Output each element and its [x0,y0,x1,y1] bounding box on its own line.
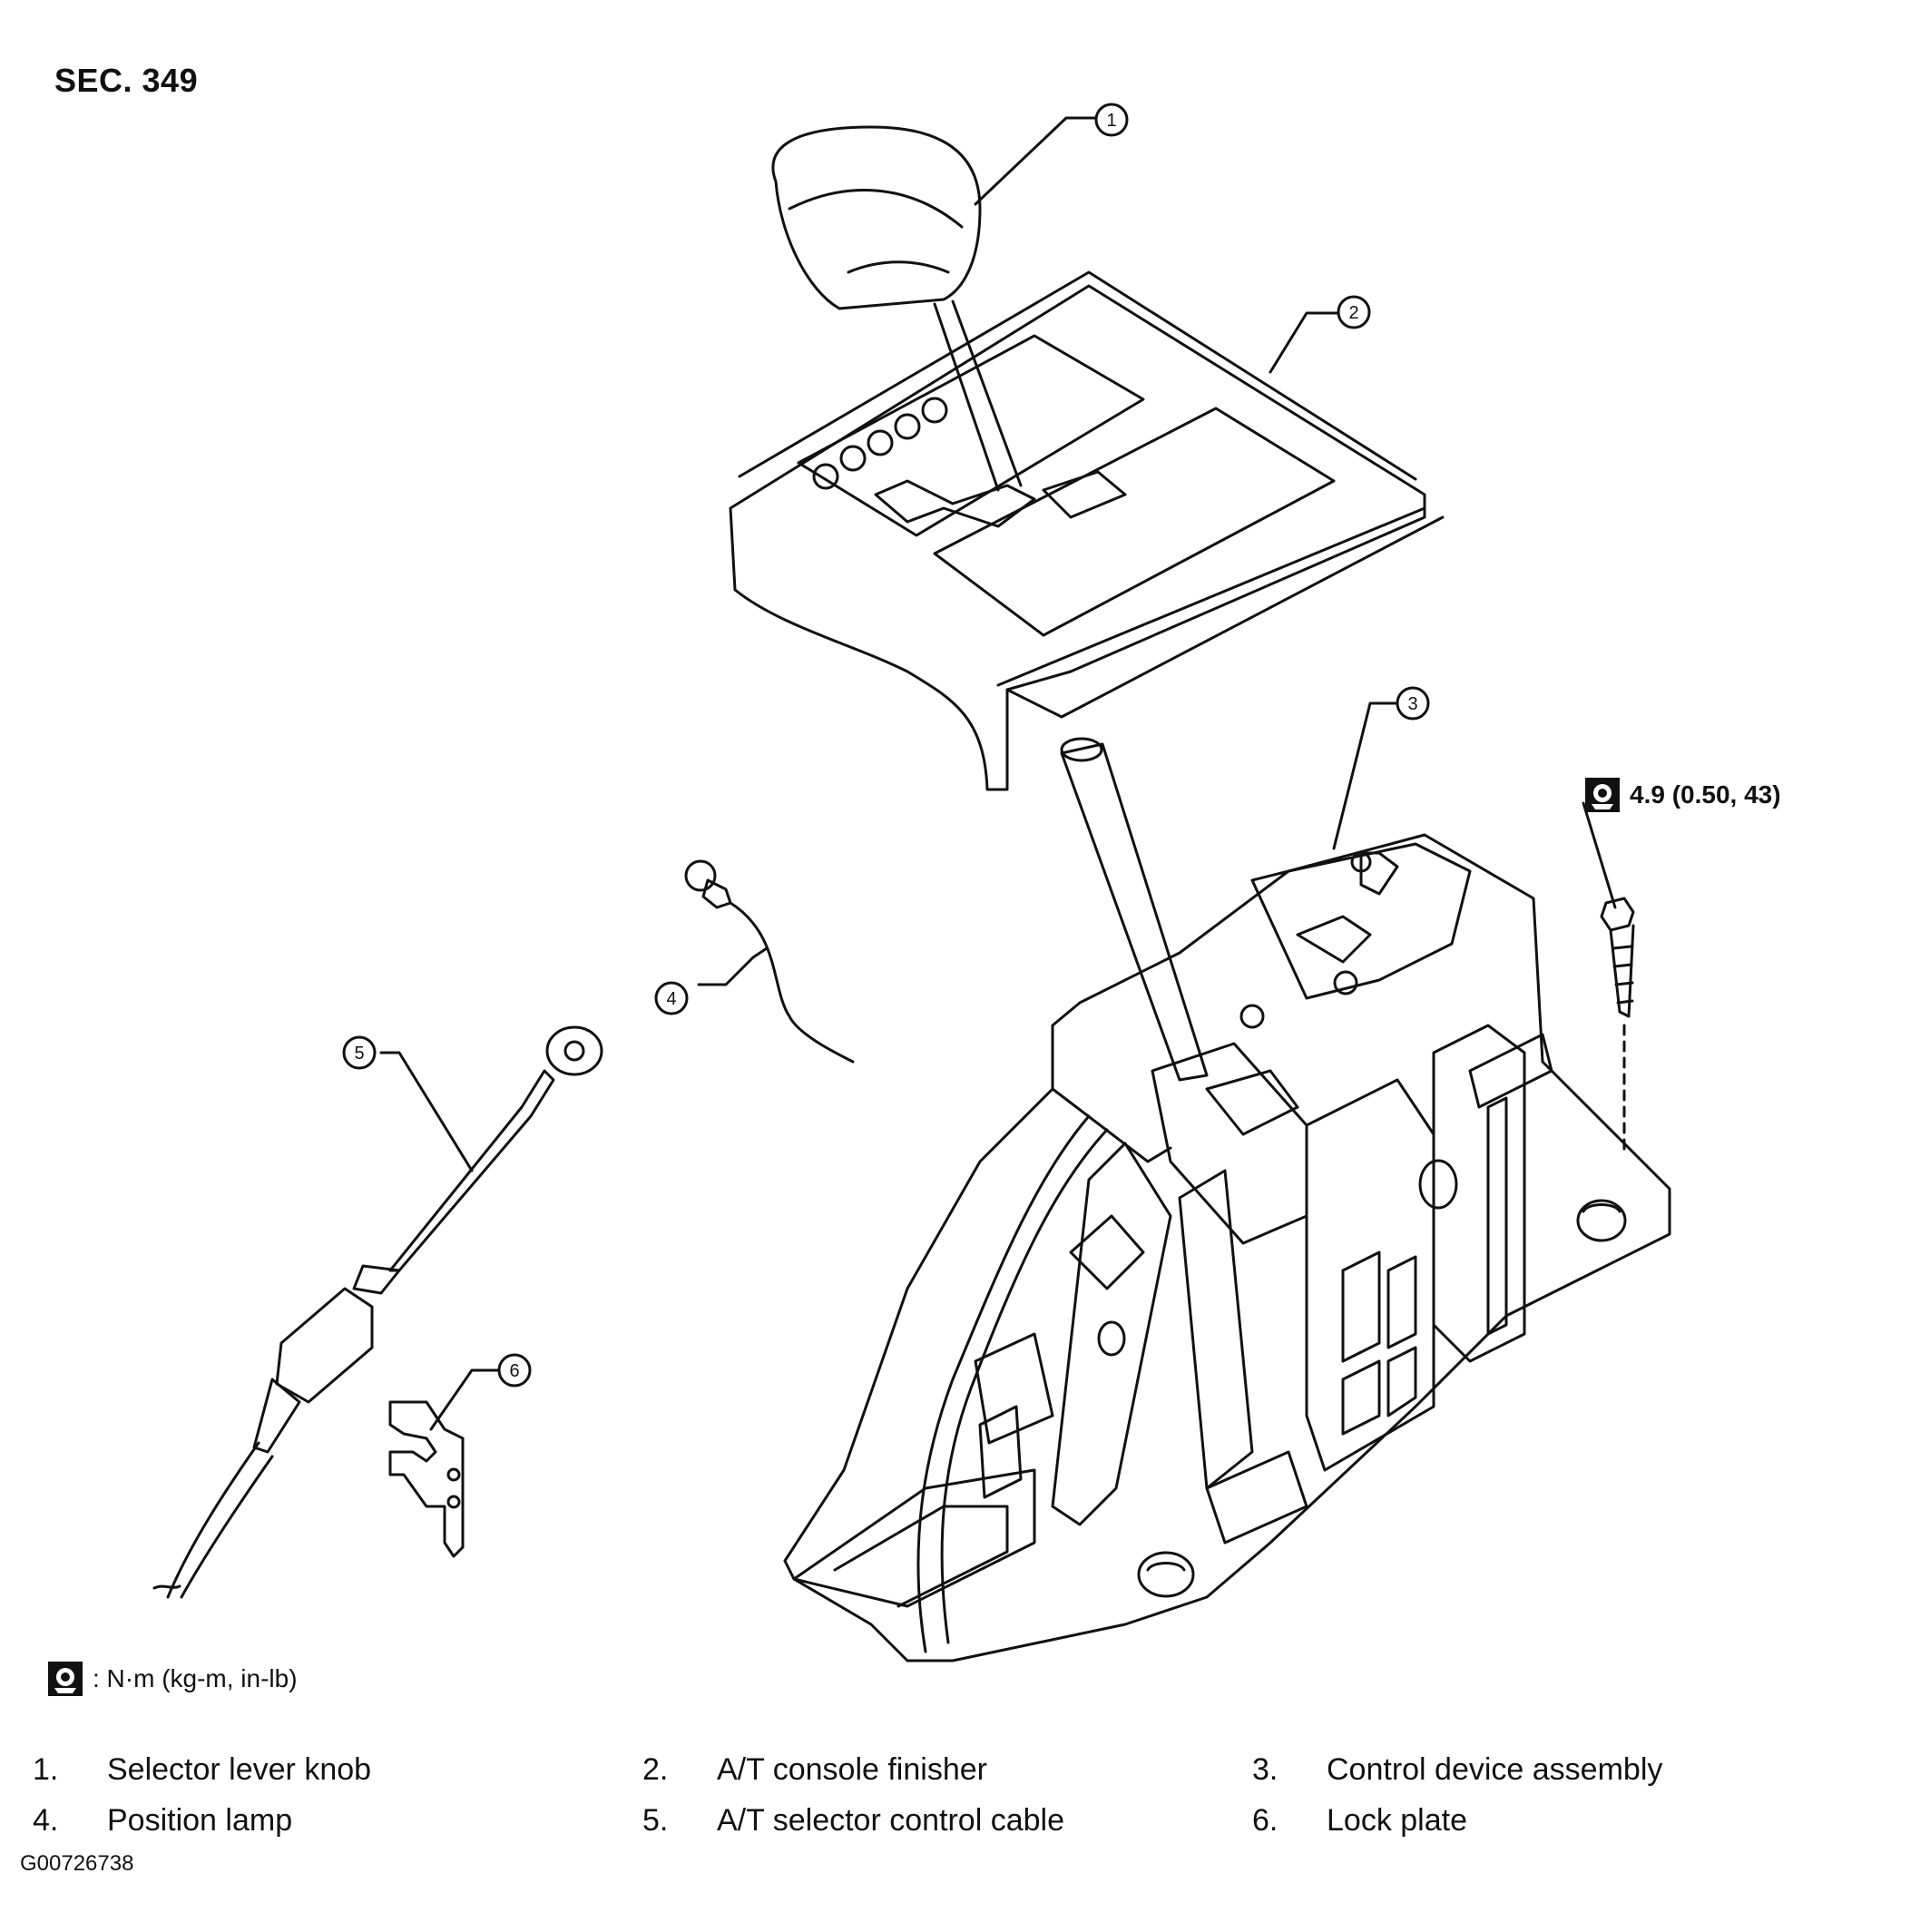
units-text: : N·m (kg-m, in-lb) [93,1664,298,1692]
figure-code: G00726738 [20,1851,134,1876]
list-item: 6. Lock plate [1252,1803,1862,1839]
part-number: 2. [642,1751,669,1787]
position-lamp [684,859,855,1064]
list-item: 4. Position lamp [33,1803,642,1839]
callout-6: 6 [509,1361,519,1381]
part-number: 4. [33,1802,59,1838]
section-number: SEC. 349 [54,62,199,99]
callout-2: 2 [1348,303,1358,323]
parts-row: 4. Position lamp 5. A/T selector control… [33,1795,1902,1846]
part-number: 1. [33,1751,59,1787]
at-selector-control-cable [152,1025,603,1599]
part-name: Position lamp [107,1802,293,1838]
part-number: 3. [1252,1751,1279,1787]
units-legend: : N·m (kg-m, in-lb) [47,1661,298,1697]
part-number: 6. [1252,1802,1279,1838]
callout-3: 3 [1407,694,1417,714]
callout-4: 4 [666,989,676,1009]
part-number: 5. [642,1802,669,1838]
callout-5: 5 [354,1044,364,1064]
selector-lever-knob [771,125,1023,492]
leader-lines [379,116,1617,1431]
torque-wrench-icon [48,1662,83,1696]
parts-row: 1. Selector lever knob 2. A/T console fi… [33,1744,1902,1795]
torque-wrench-icon [1585,778,1620,812]
torque-spec: 4.9 (0.50, 43) [1584,777,1781,813]
part-name: A/T console finisher [717,1751,987,1787]
control-device-assembly [783,737,1671,1662]
list-item: 3. Control device assembly [1252,1752,1862,1788]
part-name: A/T selector control cable [717,1802,1064,1838]
part-name: Lock plate [1327,1802,1467,1838]
list-item: 1. Selector lever knob [33,1752,642,1788]
part-name: Selector lever knob [107,1751,372,1787]
part-name: Control device assembly [1327,1751,1663,1787]
torque-value: 4.9 (0.50, 43) [1630,780,1781,809]
mounting-bolt [1600,897,1635,1154]
list-item: 2. A/T console finisher [642,1752,1252,1788]
callout-1: 1 [1106,111,1116,131]
callout-circles [342,103,1430,1388]
list-item: 5. A/T selector control cable [642,1803,1252,1839]
lock-plate [388,1400,465,1558]
parts-list: 1. Selector lever knob 2. A/T console fi… [33,1744,1902,1846]
at-console-finisher [729,270,1445,791]
